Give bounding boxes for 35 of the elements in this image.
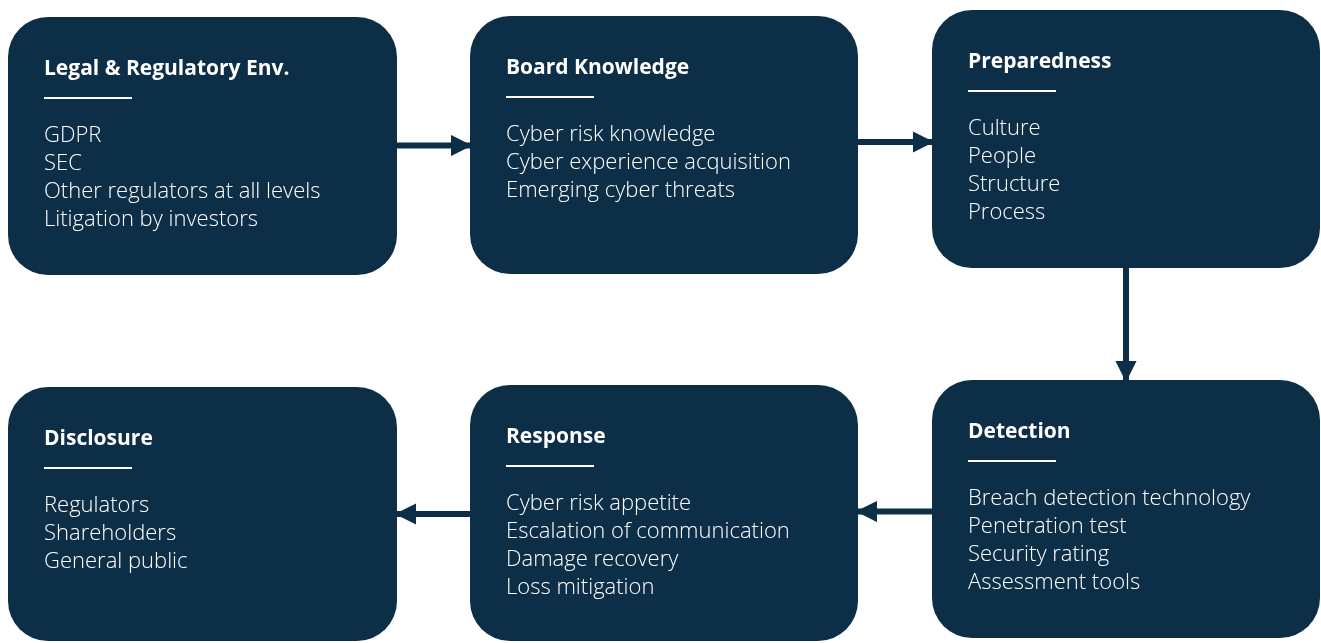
stage-item: Regulators	[44, 489, 150, 517]
stage-heading: Board Knowledge	[506, 52, 690, 80]
stage-heading: Legal & Regulatory Env.	[44, 53, 290, 81]
stage-item: Cyber experience acquisition	[506, 146, 791, 174]
stage-box	[470, 385, 858, 641]
stage-item: Security rating	[968, 538, 1110, 566]
stage-item: People	[968, 140, 1036, 168]
stage-item: Cyber risk appetite	[506, 487, 692, 515]
stage-box	[8, 17, 397, 275]
stage-item: Escalation of communication	[506, 515, 790, 543]
stage-item: Litigation by investors	[44, 203, 258, 231]
stage-item: Structure	[968, 168, 1061, 196]
stage-heading: Disclosure	[44, 423, 153, 451]
stage-item: Process	[968, 196, 1046, 224]
stage-item: Emerging cyber threats	[506, 174, 736, 202]
stage-item: General public	[44, 545, 188, 573]
arrow	[1115, 268, 1137, 383]
stage-item: Assessment tools	[968, 566, 1141, 594]
stage-item: Penetration test	[968, 510, 1127, 538]
stage-box	[932, 10, 1320, 268]
stage-box	[932, 380, 1320, 638]
stage-heading: Response	[506, 421, 606, 449]
stage-box	[470, 16, 858, 274]
stage-item: GDPR	[44, 119, 102, 147]
stage-item: Cyber risk knowledge	[506, 118, 716, 146]
stage-heading: Preparedness	[968, 46, 1112, 74]
stage-item: SEC	[44, 147, 82, 175]
stage-heading: Detection	[968, 416, 1071, 444]
stage-item: Other regulators at all levels	[44, 175, 321, 203]
stage-item: Damage recovery	[506, 543, 679, 571]
stage-box	[8, 387, 397, 641]
stage-item: Shareholders	[44, 517, 177, 545]
stage-item: Loss mitigation	[506, 571, 655, 599]
stage-item: Culture	[968, 112, 1041, 140]
stage-item: Breach detection technology	[968, 482, 1251, 510]
